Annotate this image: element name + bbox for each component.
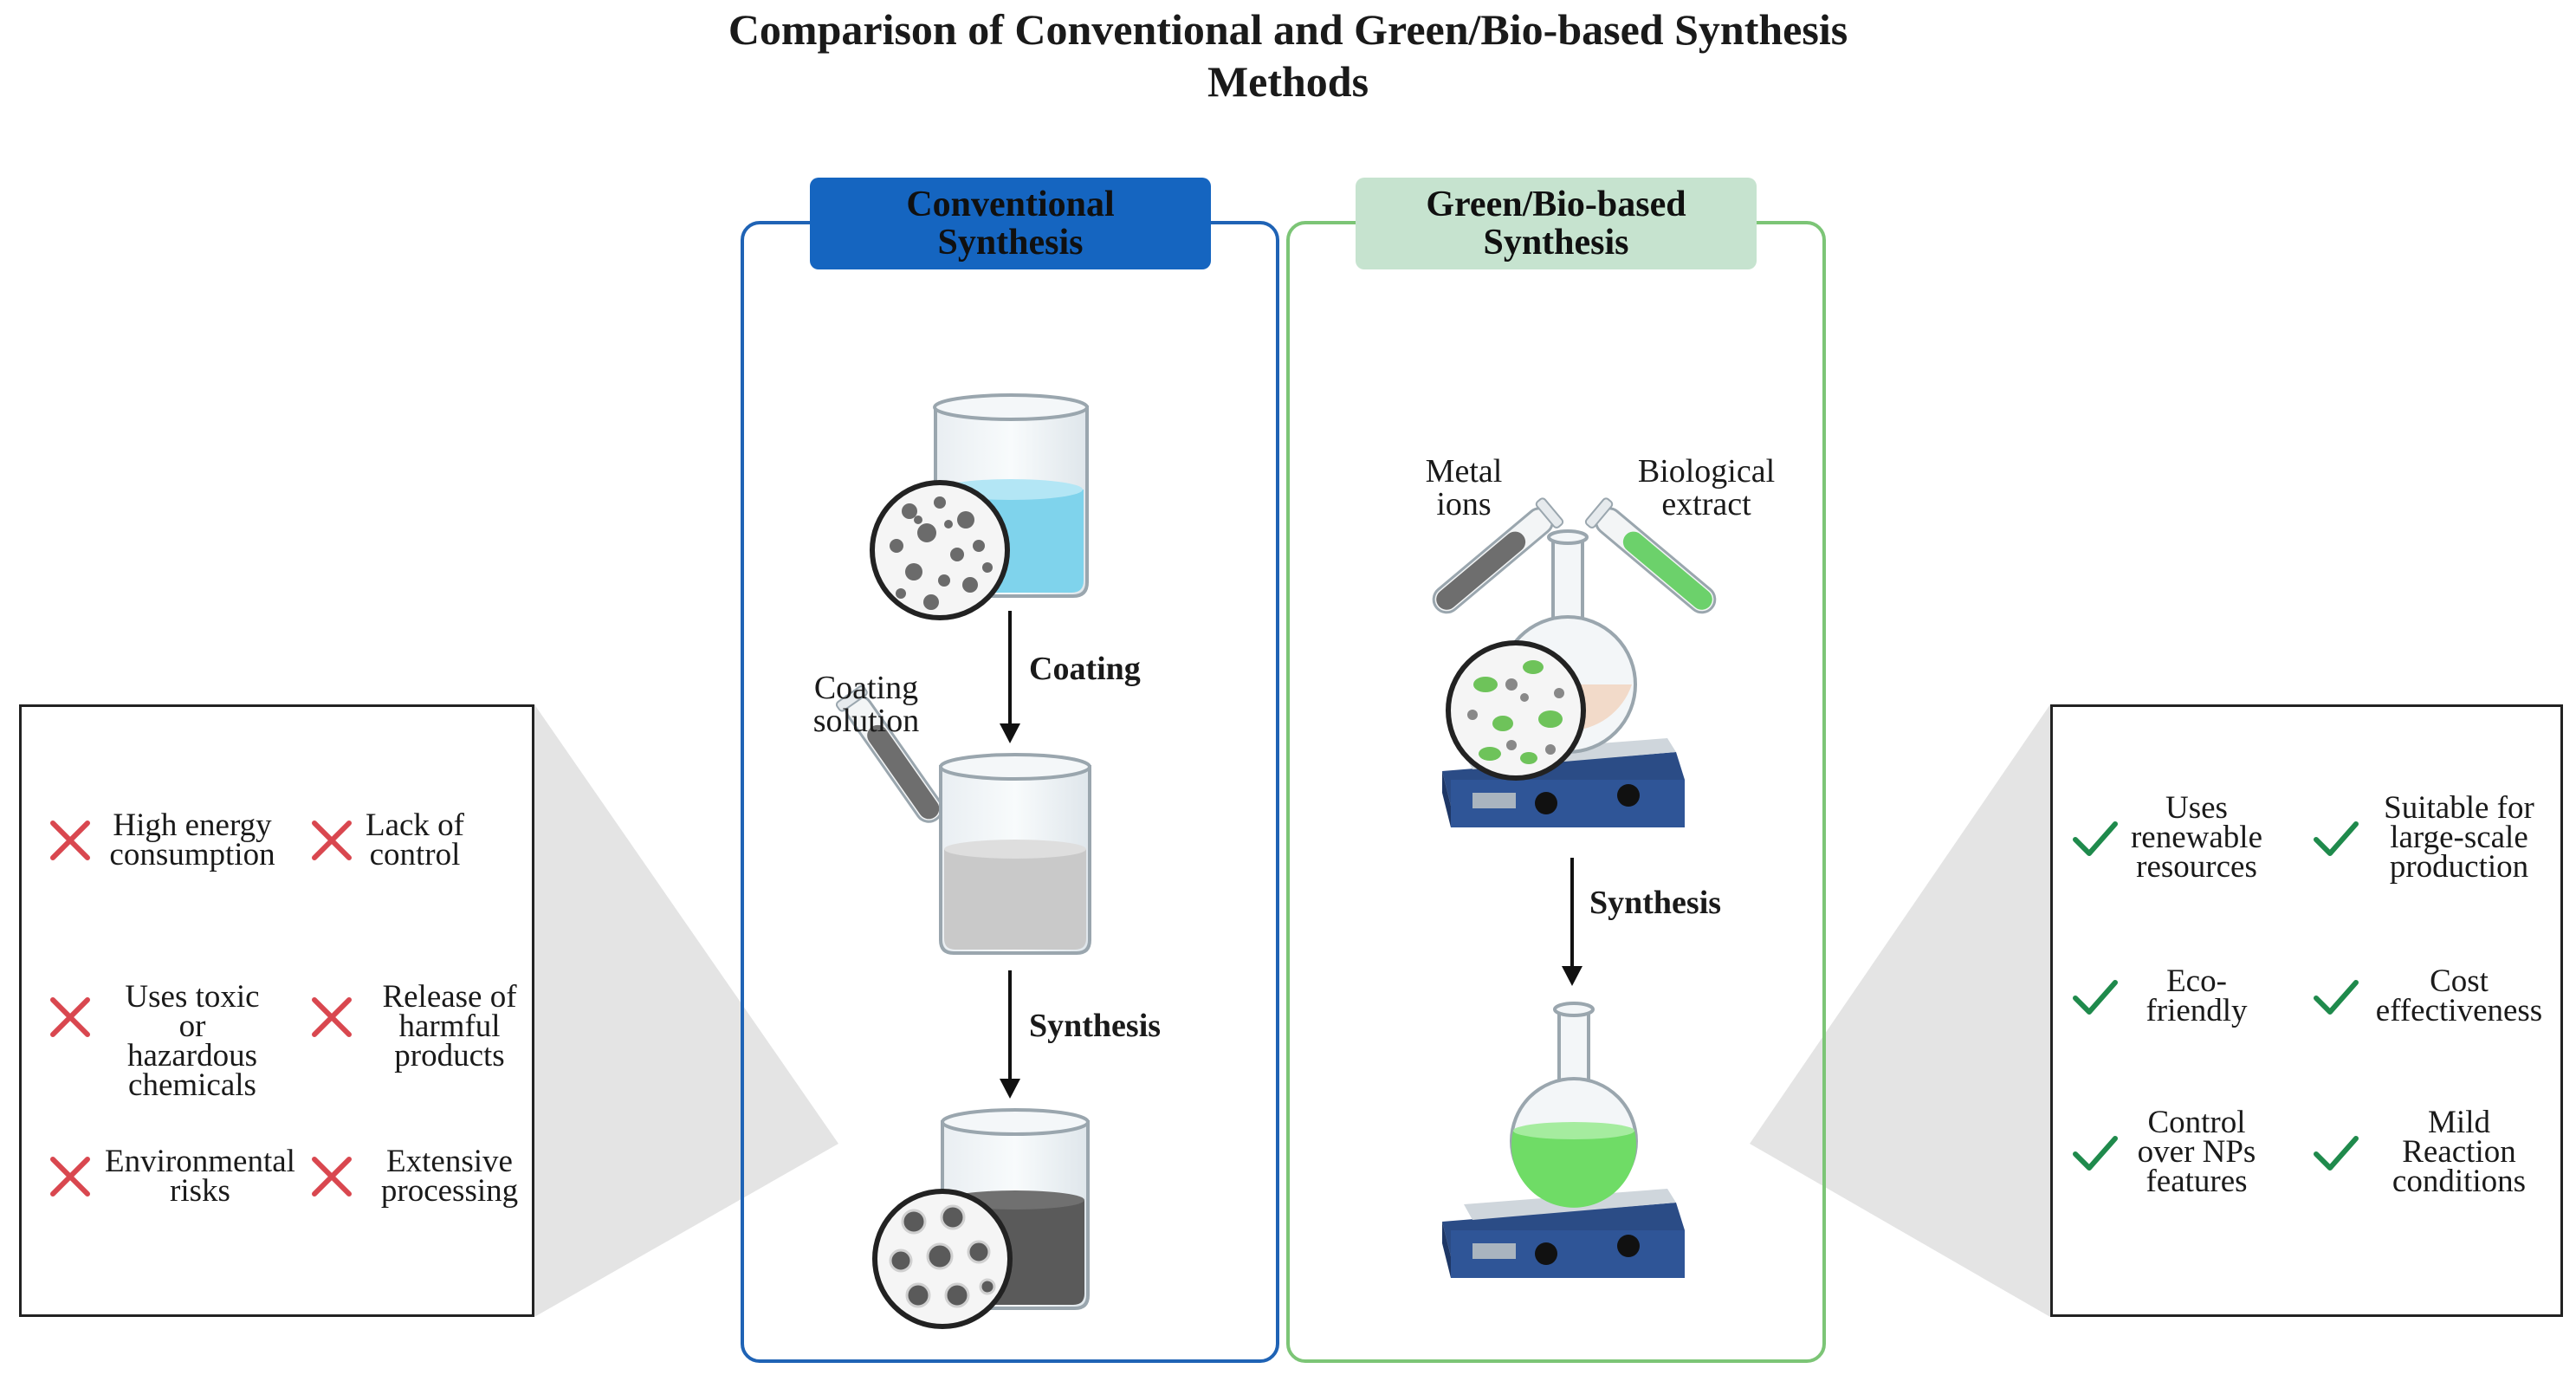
beaker-gray-icon: [939, 753, 1091, 955]
arrow-down-icon-1: [1000, 611, 1020, 743]
disadvantage-3-line-3: hazardous: [127, 1038, 257, 1073]
cross-icon: [50, 1157, 90, 1197]
green-header-line-1: Green/Bio-based: [1426, 185, 1686, 224]
check-icon: [2073, 1136, 2118, 1171]
conventional-header: Conventional Synthesis: [810, 178, 1211, 269]
coating-solution-line-2: solution: [812, 703, 920, 739]
disadvantage-4-line-3: products: [394, 1038, 505, 1073]
green-nanoparticle-magnifier-icon: [1446, 640, 1586, 781]
test-tube-metal-ions-icon: [1432, 497, 1564, 614]
disadvantage-1-line-1: High energy: [113, 807, 272, 843]
advantage-6-line-3: conditions: [2392, 1164, 2527, 1199]
cross-icon: [312, 820, 352, 860]
green-header: Green/Bio-based Synthesis: [1356, 178, 1757, 269]
disadvantage-1-line-2: consumption: [109, 837, 275, 872]
arrow-down-icon-2: [1000, 970, 1020, 1099]
disadvantage-5-line-2: risks: [170, 1173, 230, 1209]
conventional-header-line-1: Conventional: [906, 185, 1115, 224]
test-tube-bio-extract-icon: [1584, 497, 1717, 614]
advantage-2-line-3: production: [2389, 849, 2529, 885]
cross-icon: [312, 1157, 352, 1197]
coating-solution-line-1: Coating: [813, 670, 919, 706]
step-label-coating: Coating: [1029, 651, 1141, 687]
step-label-synthesis-conventional: Synthesis: [1029, 1008, 1162, 1044]
check-icon: [2314, 1136, 2359, 1171]
metal-ions-label: Metal ions: [1412, 455, 1516, 521]
disadvantage-6-line-1: Extensive: [386, 1144, 513, 1179]
cross-icon: [50, 997, 90, 1037]
disadvantage-3-line-4: chemicals: [128, 1067, 256, 1103]
disadvantage-2-line-1: Lack of: [365, 807, 465, 843]
advantage-4-line-1: Cost: [2430, 963, 2489, 999]
nanoparticle-magnifier-icon-1: [870, 480, 1010, 620]
disadvantage-3-line-2: or: [178, 1009, 206, 1044]
arrow-down-icon-3: [1562, 858, 1582, 986]
advantage-6-line-1: Mild: [2428, 1105, 2490, 1140]
advantage-1-line-1: Uses: [2165, 790, 2228, 826]
cross-icon: [312, 997, 352, 1037]
advantage-3-line-2: friendly: [2146, 993, 2248, 1028]
round-flask-icon-2: [1510, 1002, 1638, 1208]
bio-extract-line-1: Biological: [1637, 453, 1776, 490]
advantage-2-line-2: large-scale: [2390, 820, 2528, 855]
metal-ions-line-2: ions: [1436, 486, 1492, 522]
advantage-4-line-2: effectiveness: [2375, 993, 2543, 1028]
metal-ions-line-1: Metal: [1425, 453, 1503, 490]
title-line-1: Comparison of Conventional and Green/Bio…: [728, 5, 1848, 54]
check-icon: [2314, 980, 2359, 1015]
advantage-3-line-1: Eco-: [2166, 963, 2227, 999]
advantage-5-line-3: features: [2146, 1164, 2248, 1199]
disadvantage-5-line-1: Environmental: [105, 1144, 295, 1179]
disadvantage-4-line-2: harmful: [398, 1009, 501, 1044]
advantage-2-line-1: Suitable for: [2384, 790, 2534, 826]
conventional-header-line-2: Synthesis: [937, 223, 1084, 263]
advantage-5-line-2: over NPs: [2137, 1134, 2256, 1170]
check-icon: [2073, 980, 2118, 1015]
page-title: Comparison of Conventional and Green/Bio…: [0, 3, 2576, 107]
advantage-5-line-1: Control: [2147, 1105, 2246, 1140]
coating-solution-label: Coating solution: [810, 671, 922, 737]
advantage-1-line-3: resources: [2136, 849, 2257, 885]
check-icon: [2314, 821, 2359, 856]
test-tube-gray-icon: [835, 685, 943, 823]
advantage-item-3: Eco-friendly: [2070, 963, 2266, 1028]
bio-extract-line-2: extract: [1661, 486, 1751, 522]
disadvantage-3-line-1: Uses toxic: [125, 979, 260, 1015]
step-label-synthesis-green: Synthesis: [1589, 885, 1722, 921]
advantage-1-line-2: renewable: [2130, 820, 2262, 855]
disadvantage-4-line-1: Release of: [382, 979, 517, 1015]
bio-extract-label: Biological extract: [1628, 455, 1784, 521]
title-line-2: Methods: [1207, 57, 1369, 106]
disadvantage-6-line-2: processing: [380, 1173, 519, 1209]
check-icon: [2073, 821, 2118, 856]
disadvantage-2-line-2: control: [369, 837, 461, 872]
nanoparticle-magnifier-icon-2: [872, 1189, 1013, 1329]
green-header-line-2: Synthesis: [1483, 223, 1629, 263]
advantage-6-line-2: Reaction: [2402, 1134, 2516, 1170]
cross-icon: [50, 820, 90, 860]
